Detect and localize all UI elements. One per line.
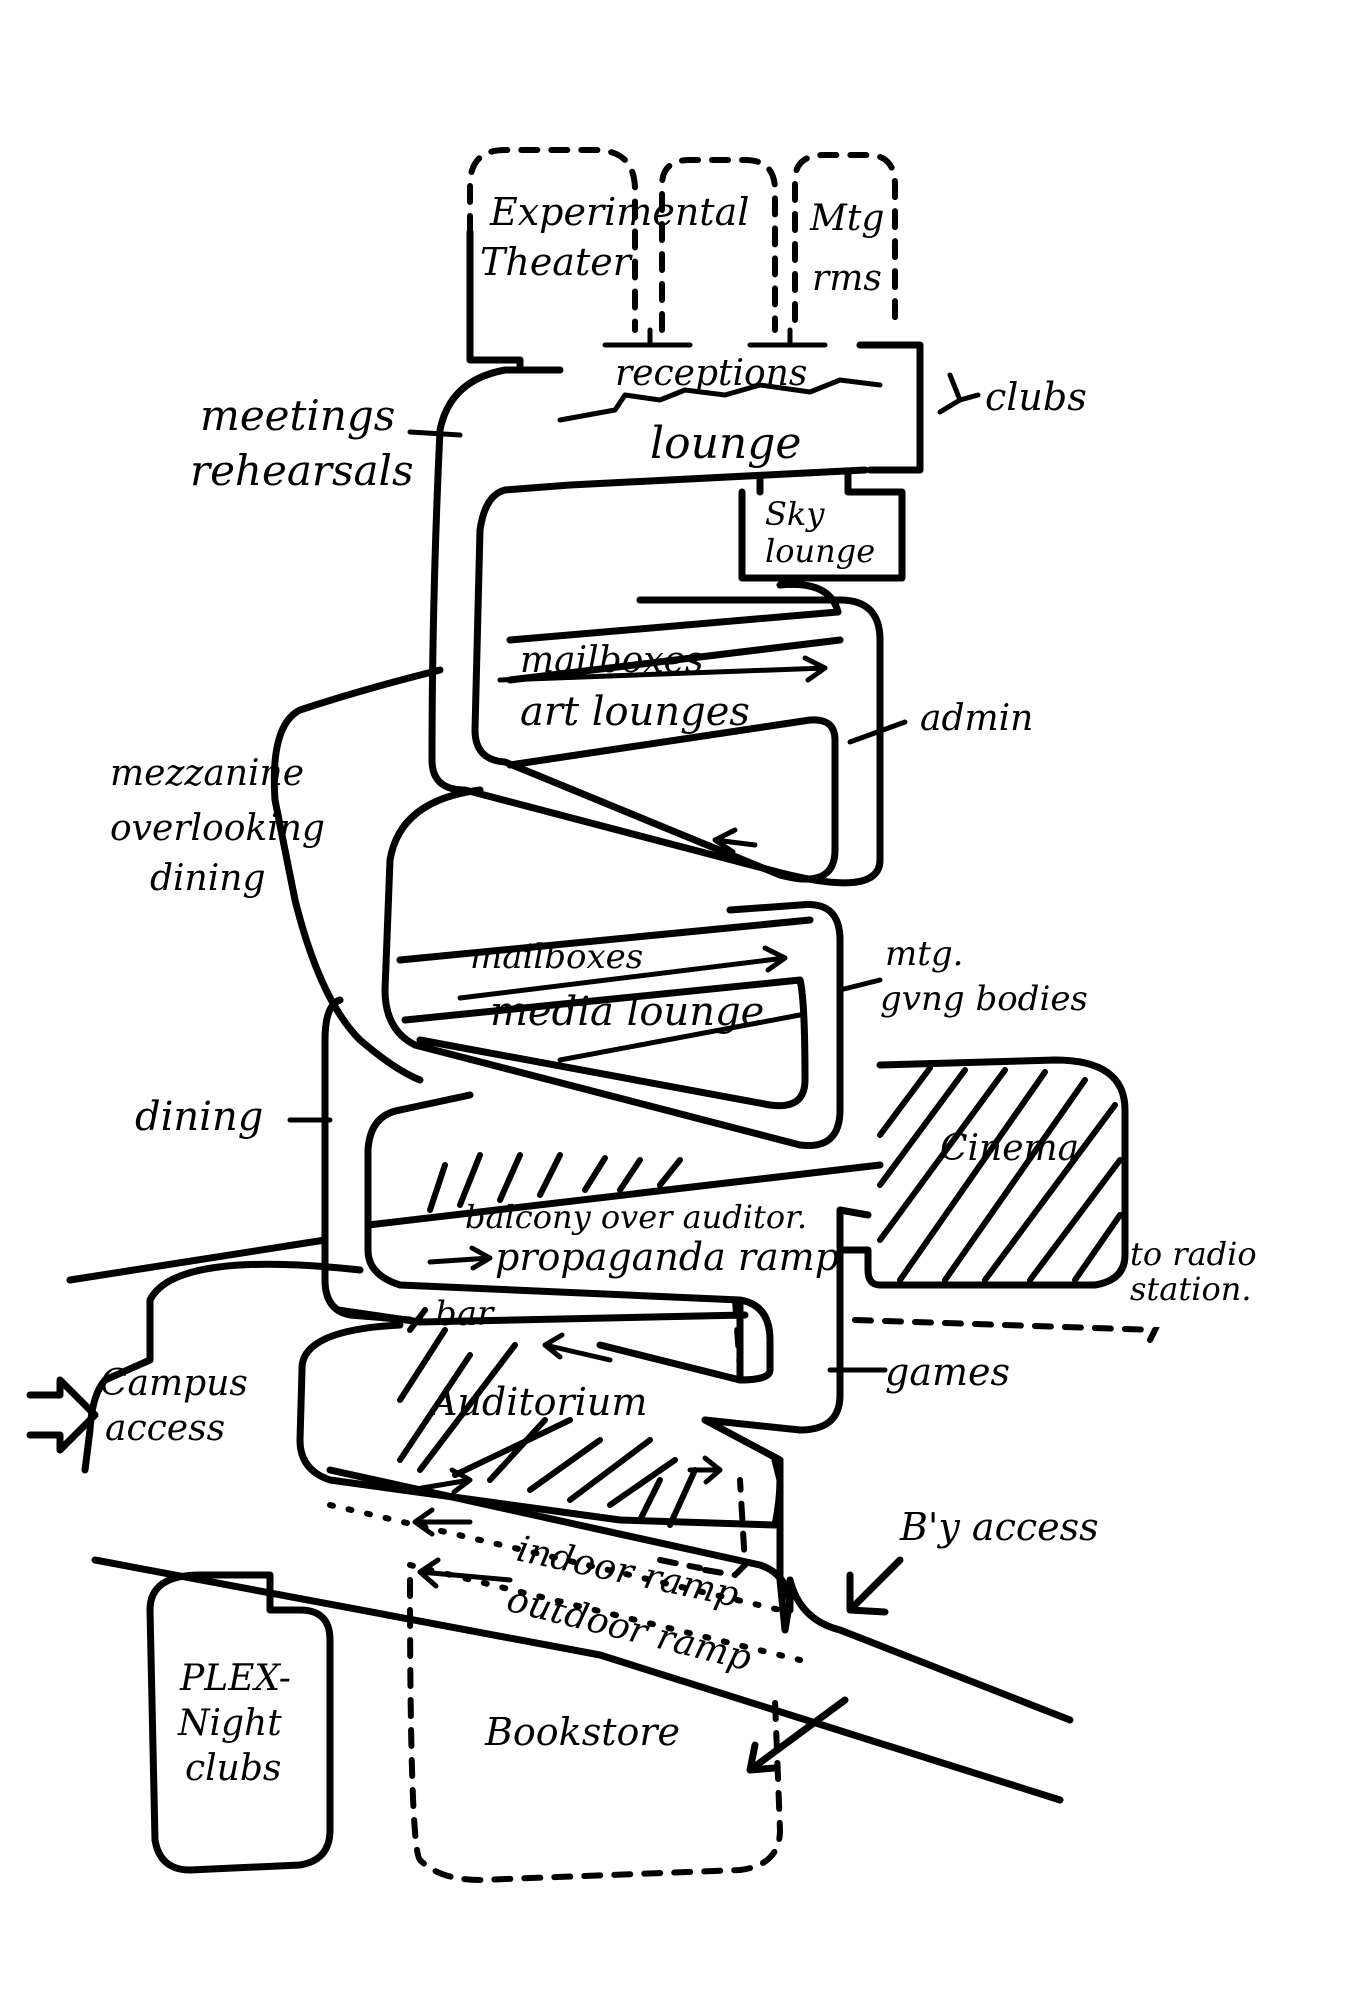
labels: Experimental Theater Mtg rms receptions …: [100, 190, 1257, 1789]
leader-meetings: [407, 429, 463, 438]
bway-access-arrow: [846, 1556, 904, 1616]
label-station: station.: [1130, 1270, 1252, 1308]
experimental-theater-room: [467, 147, 638, 333]
experimental-theater-solid-wall: [466, 228, 524, 374]
label-bar: bar: [435, 1294, 495, 1334]
plex-box: [146, 1571, 334, 1874]
ground-ramps: [26, 1376, 1074, 1884]
label-dining: dining: [135, 1094, 263, 1140]
label-rms: rms: [812, 258, 882, 299]
label-auditorium: Auditorium: [427, 1380, 647, 1424]
leader-admin: [847, 719, 908, 745]
arrow-mailboxes-top: [497, 655, 828, 683]
auditorium-hatching: [397, 1307, 698, 1528]
bookstore-box: [407, 1577, 784, 1884]
arrow-auditorium-ramp: [407, 1467, 473, 1495]
mtg-rms-room: [792, 152, 898, 333]
label-access: access: [105, 1408, 225, 1449]
outdoor-ramp-line: [91, 1556, 1064, 1804]
label-admin: admin: [920, 698, 1033, 739]
arrow-propaganda: [427, 1245, 493, 1271]
lounge-zigzag: [557, 377, 883, 423]
label-mailboxes-top: mailboxes: [520, 640, 703, 681]
upper-building: [270, 341, 924, 1084]
inner-loop-top: [471, 486, 844, 883]
label-mezzanine: mezzanine: [110, 753, 304, 794]
cinema-outline: [836, 1056, 1129, 1289]
reception-lounge-box: [501, 341, 924, 494]
leader-lines: [287, 372, 981, 1373]
label-dining-mezz: dining: [150, 858, 266, 899]
indoor-ramp-dots: [327, 1502, 783, 1613]
label-receptions: receptions: [615, 353, 807, 394]
campus-access-arrow: [26, 1376, 99, 1454]
label-bookstore: Bookstore: [484, 1710, 680, 1754]
games-wall: [701, 1226, 844, 1434]
dashed-auditorium-box: [657, 1297, 749, 1579]
indoor-ramp-line: [326, 1466, 1074, 1724]
middle-loop-inner: [396, 916, 814, 1110]
label-campus: Campus: [100, 1363, 248, 1404]
label-clubs: clubs: [985, 375, 1087, 419]
arrow-mailboxes-mid: [457, 945, 788, 1001]
balcony-hatching: [427, 1152, 683, 1213]
leader-mtg-bodies: [837, 977, 883, 993]
cinema-hatching: [877, 1065, 1123, 1283]
arrow-auditorium-up: [687, 1455, 723, 1485]
label-games: games: [885, 1350, 1010, 1394]
room-connectors: [602, 327, 828, 348]
bookstore-arrow: [746, 1696, 849, 1774]
label-balcony: balcony over auditor.: [465, 1198, 807, 1236]
label-media-lounge: media lounge: [490, 989, 764, 1035]
label-to-radio: to radio: [1130, 1235, 1257, 1273]
label-theater: Theater: [480, 240, 634, 284]
label-plex: PLEX-: [179, 1658, 291, 1699]
middle-loop-outer: [381, 786, 844, 1150]
label-sky: Sky: [765, 495, 825, 533]
arrow-indoor-ramp: [412, 1507, 473, 1537]
leader-clubs: [937, 372, 981, 415]
label-clubs-plex: clubs: [185, 1748, 281, 1789]
dashed-radio-link: [852, 1317, 1160, 1343]
lower-building: [66, 996, 1160, 1634]
label-sky-lounge: lounge: [765, 532, 875, 570]
label-bway-access: B'y access: [899, 1505, 1099, 1549]
label-art-lounges: art lounges: [520, 689, 750, 735]
label-mtg: Mtg: [809, 198, 884, 239]
cinema-block: [836, 1056, 1129, 1289]
dining-loop: [364, 1091, 774, 1384]
label-meetings: meetings: [200, 391, 395, 440]
label-experimental: Experimental: [489, 190, 749, 234]
label-propaganda-ramp: propaganda ramp: [495, 1235, 839, 1279]
label-lounge: lounge: [650, 418, 801, 469]
balcony-line: [364, 1161, 884, 1229]
outer-spine: [428, 366, 884, 887]
arrow-admin-return: [712, 827, 758, 855]
label-night: Night: [177, 1703, 282, 1744]
label-gvng-bodies: gvng bodies: [880, 979, 1088, 1019]
arrow-outdoor-ramp: [417, 1557, 513, 1589]
street-line: [81, 1260, 364, 1474]
label-mailboxes-mid: mailboxes: [470, 937, 643, 977]
mezzanine-edge: [270, 666, 444, 1084]
arrow-bar: [542, 1332, 613, 1363]
label-rehearsals: rehearsals: [190, 446, 414, 495]
label-overlooking: overlooking: [110, 808, 325, 849]
label-mtg-dot: mtg.: [885, 934, 963, 974]
sky-lounge-box: [738, 471, 906, 582]
middle-building: [381, 786, 844, 1150]
flow-arrows: [407, 655, 828, 1589]
mid-room: [659, 157, 778, 333]
top-rooms: [466, 147, 898, 374]
middle-loop-detail: [557, 1012, 803, 1063]
label-cinema: Cinema: [940, 1128, 1079, 1169]
